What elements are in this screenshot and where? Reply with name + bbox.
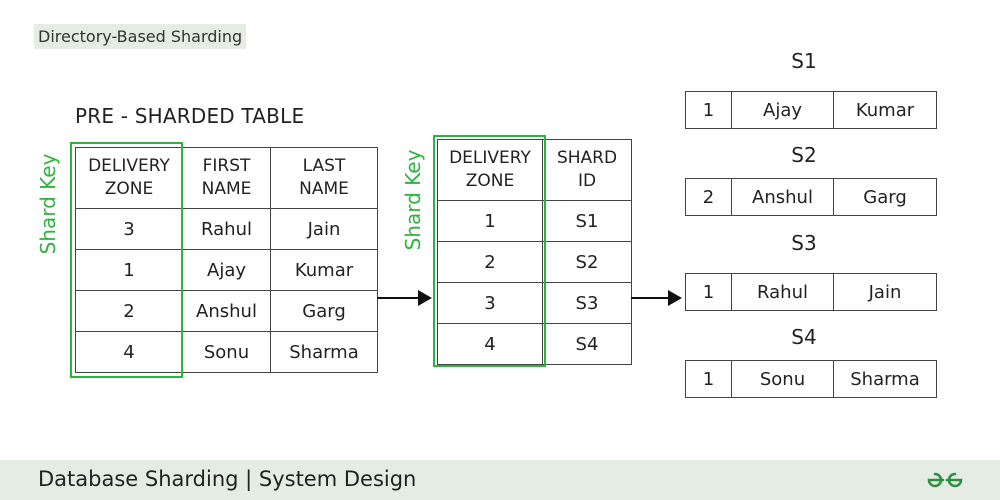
table-cell: Anshul (731, 178, 834, 216)
table-cell: Sonu (731, 360, 834, 398)
table-cell: Sharma (270, 331, 378, 373)
table-cell: Rahul (731, 273, 834, 311)
shard-table-s1: 1 Ajay Kumar (685, 91, 937, 129)
table-cell: 4 (437, 323, 543, 365)
table-cell: Garg (833, 178, 937, 216)
table-cell: Ajay (731, 91, 834, 129)
table-row: 1 Ajay Kumar (685, 91, 937, 129)
table-cell: Kumar (833, 91, 937, 129)
table-cell: S2 (542, 241, 632, 283)
shard-title-s3: S3 (791, 231, 817, 255)
table-row: 4 Sonu Sharma (75, 331, 378, 373)
table-cell: Anshul (182, 290, 271, 332)
table-row: 2 Anshul Garg (685, 178, 937, 216)
shard-title-s4: S4 (791, 325, 817, 349)
shard-title-s1: S1 (791, 49, 817, 73)
table-row: 1 Ajay Kumar (75, 249, 378, 291)
table-cell: Jain (833, 273, 937, 311)
table-cell: S4 (542, 323, 632, 365)
table-row: 2 S2 (437, 241, 632, 283)
gfg-logo-icon (925, 470, 965, 494)
diagram-tag: Directory-Based Sharding (34, 24, 247, 49)
table-row: 4 S4 (437, 323, 632, 365)
footer-band: Database Sharding | System Design (0, 460, 1000, 500)
table-cell: 1 (685, 273, 732, 311)
shard-table-s4: 1 Sonu Sharma (685, 360, 937, 398)
table-cell: Garg (270, 290, 378, 332)
table-cell: Jain (270, 208, 378, 250)
table-row: 2 Anshul Garg (75, 290, 378, 332)
table-cell: 1 (437, 200, 543, 242)
arrow-to-lookup (377, 290, 432, 306)
table-cell: 2 (685, 178, 732, 216)
table-cell: Kumar (270, 249, 378, 291)
table-row: 1 Sonu Sharma (685, 360, 937, 398)
table-cell: 3 (437, 282, 543, 324)
table-cell: 3 (75, 208, 183, 250)
table-cell: 1 (75, 249, 183, 291)
table-row: 3 Rahul Jain (75, 208, 378, 250)
flow-arrows (377, 290, 682, 306)
table-cell: Rahul (182, 208, 271, 250)
table-cell: Ajay (182, 249, 271, 291)
shard-title-s2: S2 (791, 143, 817, 167)
table-cell: 2 (437, 241, 543, 283)
pre-sharded-title: PRE - SHARDED TABLE (75, 104, 305, 128)
shard-table-s2: 2 Anshul Garg (685, 178, 937, 216)
footer-title: Database Sharding | System Design (38, 467, 417, 491)
table-row: 1 Rahul Jain (685, 273, 937, 311)
table-cell: Sonu (182, 331, 271, 373)
shard-table-s3: 1 Rahul Jain (685, 273, 937, 311)
table-cell: 4 (75, 331, 183, 373)
arrow-to-shards (631, 290, 682, 306)
table-cell: Sharma (833, 360, 937, 398)
